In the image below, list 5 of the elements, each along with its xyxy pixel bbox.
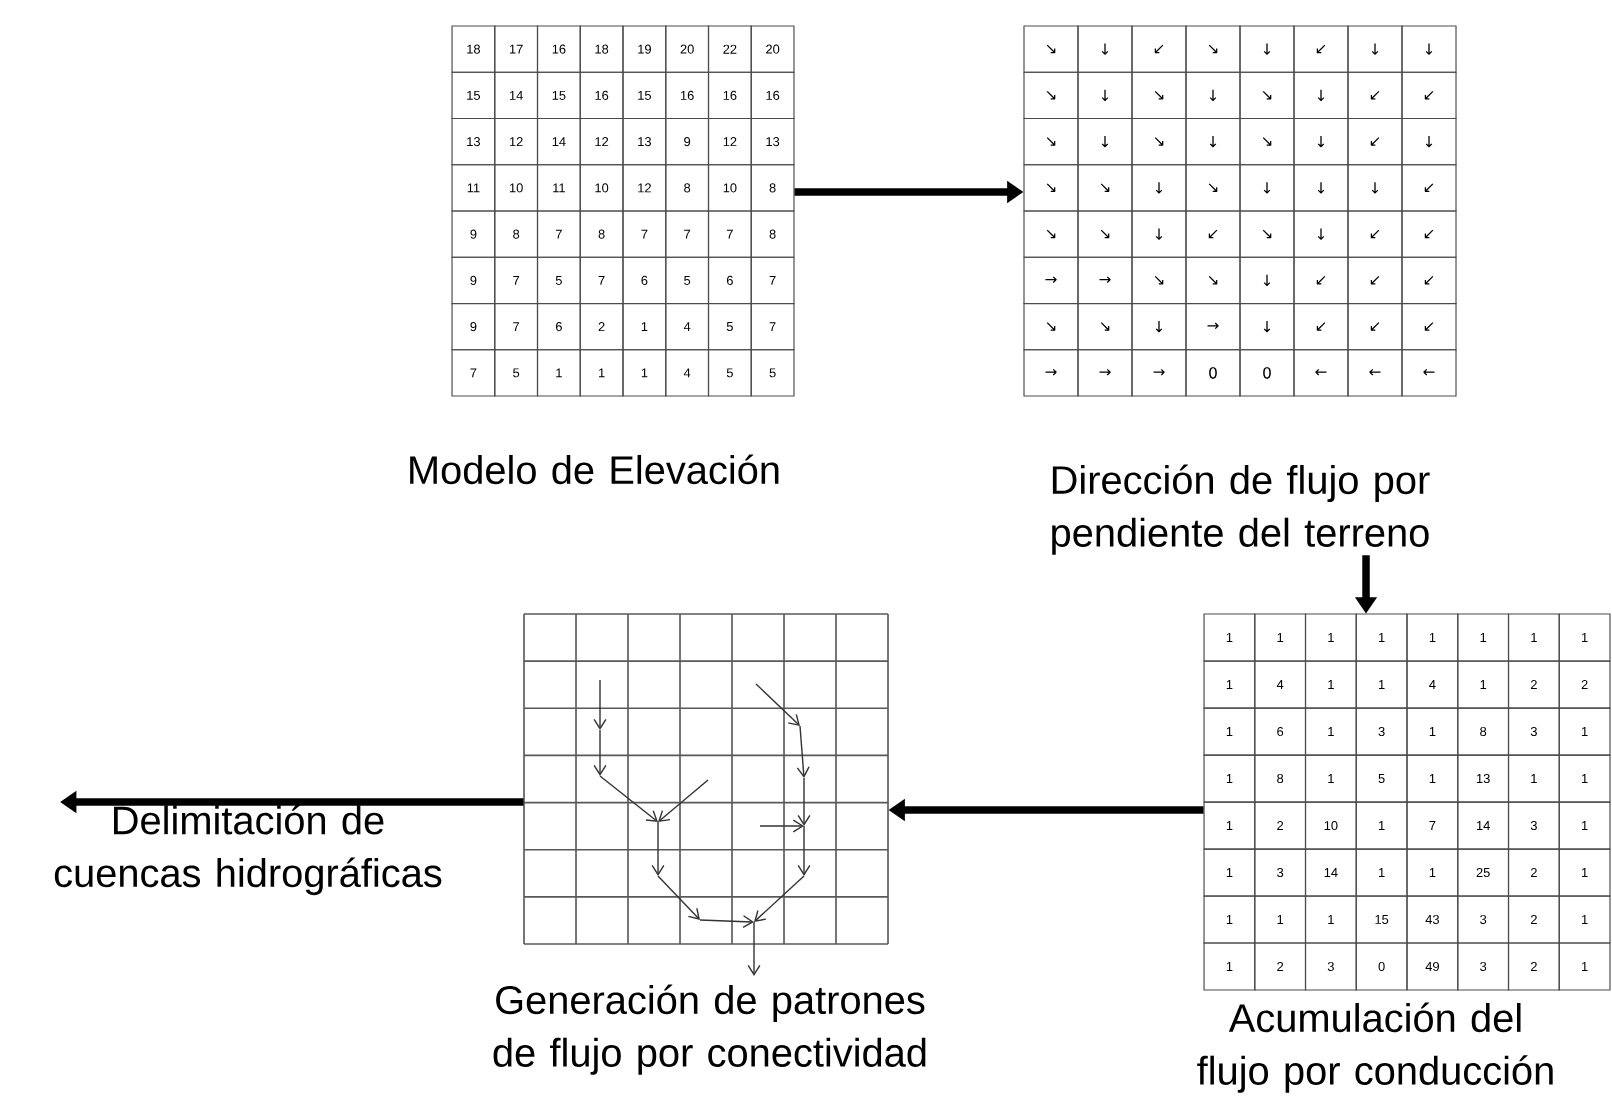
- node-label: Modelo de Elevación: [410, 454, 779, 485]
- node-label: Dirección de flujo por pendiente del terreno: [1052, 464, 1430, 555]
- node-label: Acumulación del flujo por conducción: [1197, 1002, 1553, 1093]
- text-label: Delimitación de cuencas hidrográficas: [54, 804, 442, 896]
- node-label: Generación de patrones de flujo por conectividad: [493, 984, 926, 1075]
